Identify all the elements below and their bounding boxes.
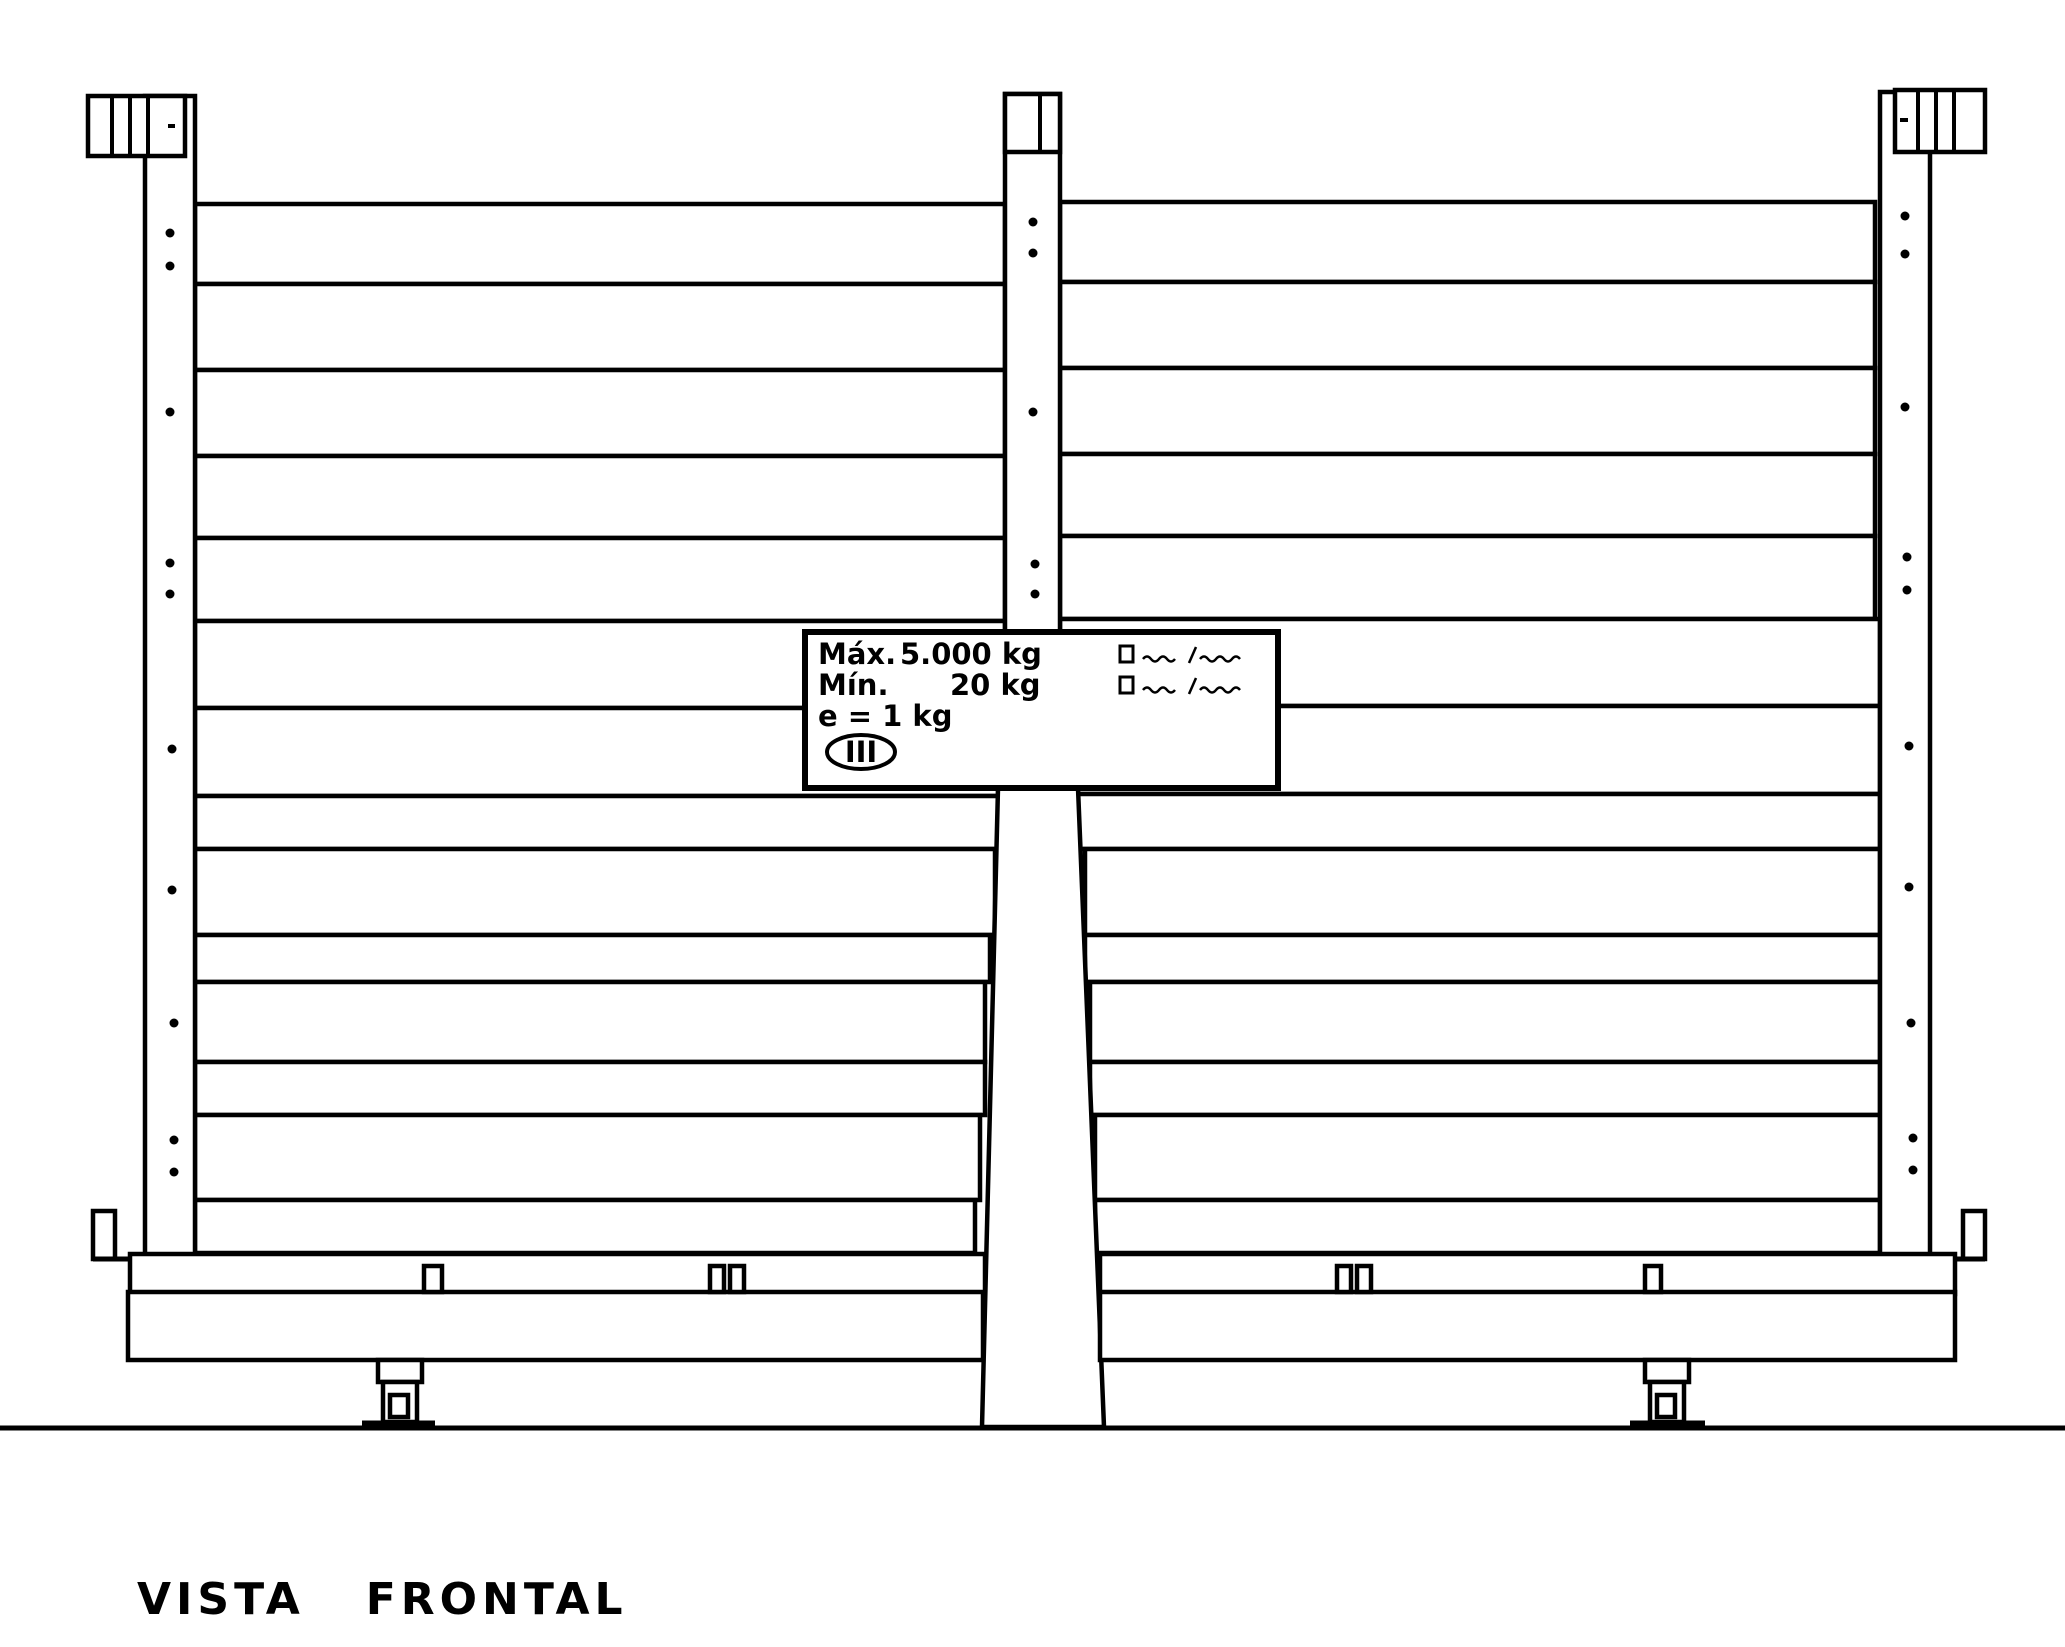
plate-max-label: Máx. <box>818 637 896 671</box>
center-post-top-cap <box>1002 91 1063 155</box>
plate-accuracy-class: III <box>845 735 877 769</box>
plate-min-label: Mín. <box>818 668 888 702</box>
right-post-top-bracket <box>1892 87 1988 155</box>
rating-plate: Máx. 5.000 kg Mín. 20 kg e = 1 kg III <box>802 629 1281 791</box>
bolt-holes <box>165 211 1918 1177</box>
drawing-title: VISTA FRONTAL <box>137 1574 628 1625</box>
accuracy-class-oval <box>825 733 897 771</box>
left-post <box>85 93 198 1295</box>
right-lifting-lug <box>1960 1208 1988 1262</box>
plate-max-value: 5.000 kg <box>900 637 1042 671</box>
center-post <box>1002 91 1063 637</box>
plate-min-value: 20 kg <box>950 668 1041 702</box>
right-post <box>1877 87 1988 1295</box>
base-frame <box>125 1251 1958 1363</box>
plate-scale-interval: e = 1 kg <box>818 699 952 733</box>
left-lifting-lug <box>90 1208 118 1262</box>
left-foot <box>362 1357 435 1426</box>
right-foot <box>1630 1357 1705 1426</box>
